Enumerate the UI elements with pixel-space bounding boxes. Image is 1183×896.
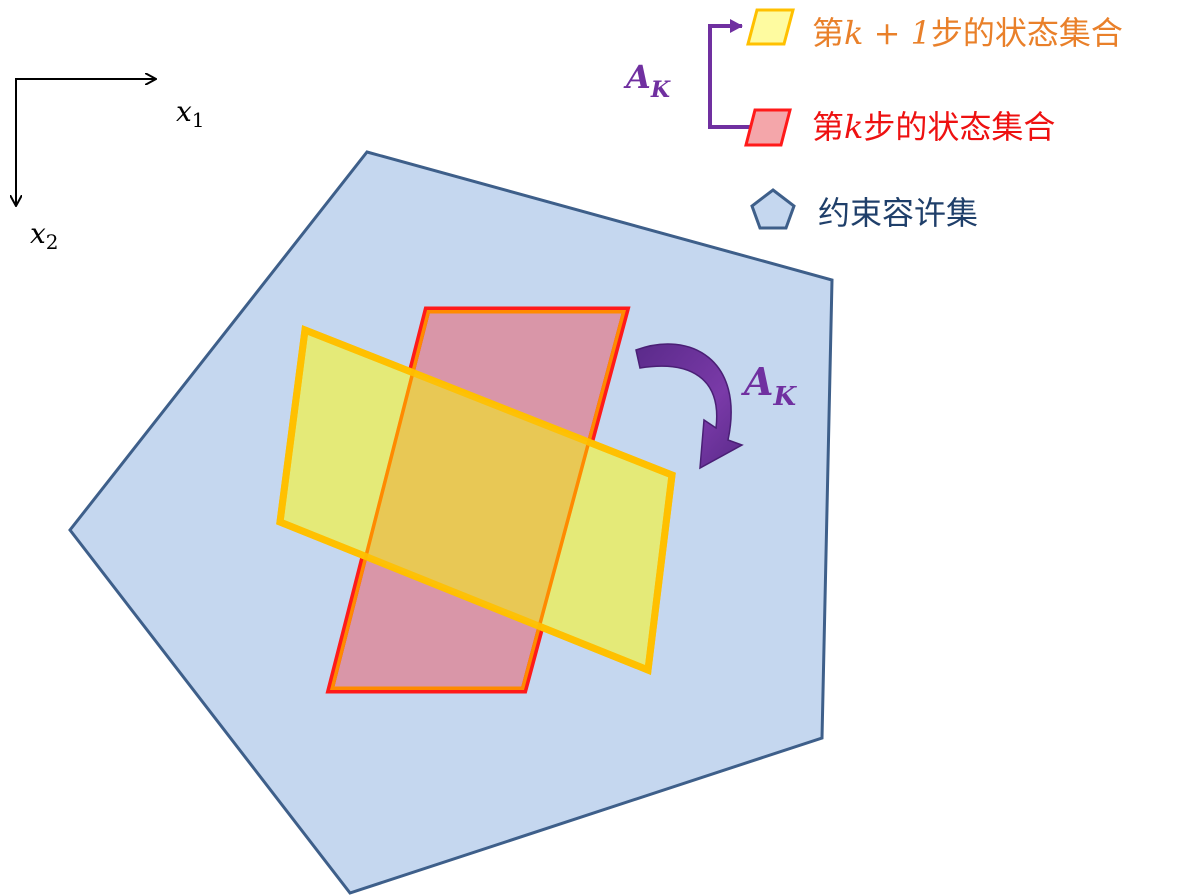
legend-pentagon-icon — [750, 188, 796, 230]
legend-operator-label: AK — [623, 58, 671, 103]
legend-current-swatch — [744, 108, 792, 147]
x2-axis-label: x2 — [30, 217, 59, 254]
x1-axis-label: x1 — [176, 95, 205, 132]
legend-bracket-arrow — [708, 19, 750, 129]
transform-operator-label: AK — [741, 359, 797, 412]
axes: x1 x2 — [16, 78, 205, 254]
legend-constraint-label: 约束容许集 — [818, 194, 978, 232]
legend-current-label: 第k步的状态集合 — [812, 108, 1055, 146]
transform-curved-arrow — [635, 343, 744, 470]
legend-next-swatch — [746, 8, 795, 46]
legend: AK 第k + 1步的状态集合 第k步的状态集合 约束容许集 — [623, 8, 1123, 232]
legend-next-label: 第k + 1步的状态集合 — [812, 14, 1123, 52]
next-state-set-outline — [276, 325, 676, 675]
